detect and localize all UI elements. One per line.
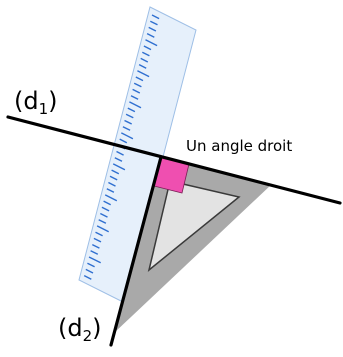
ruler-tick [135,76,144,82]
ruler-tick [143,45,152,51]
ruler-tick [149,20,158,26]
ruler-tick [101,206,110,212]
ruler-tick [90,250,99,255]
ruler-tick [91,243,100,249]
ruler-tick [125,113,134,119]
line-d2-index: 2 [82,327,93,345]
ruler-tick [98,219,107,224]
ruler-tick [88,256,102,264]
ruler-tick [148,26,157,32]
ruler-tick [114,157,123,162]
ruler-tick [146,32,155,38]
ruler-tick [108,181,116,187]
ruler-tick [145,39,158,47]
ruler-tick [130,95,139,100]
ruler-tick [124,119,133,125]
line-d2-label: (d2) [58,314,102,345]
line-d2 [109,155,163,347]
ruler-ticks [83,14,160,280]
ruler-tick [116,150,124,156]
right-angle-label: Un angle droit [186,137,293,155]
ruler-tick [109,175,118,181]
ruler-tick [112,163,126,171]
ruler-tick [85,268,94,274]
ruler-tick [119,138,128,144]
ruler-tick [99,212,108,218]
ruler-tick [141,51,150,57]
ruler-tick [120,132,134,140]
ruler-tick [87,262,95,268]
ruler-tick [83,274,92,280]
line-d1-letter: d [23,87,39,115]
line-d2-letter: d [67,314,83,342]
ruler-tick [138,63,147,69]
ruler-tick [106,188,115,193]
ruler-tick [104,194,118,202]
ruler-tick [137,70,150,78]
line-d1 [6,115,342,205]
set-square-cutout [147,180,241,272]
ruler-tick [132,88,141,94]
line-d1-label: (d1) [14,87,58,118]
ruler-tick [111,169,120,175]
ruler-tick [151,14,160,20]
ruler-tick [127,107,136,113]
ruler-tick [95,231,103,237]
ruler-tick [133,82,142,88]
line-d1-index: 1 [38,100,49,118]
ruler-tick [93,237,102,243]
ruler-tick [140,57,149,63]
ruler-tick [96,225,110,233]
ruler-tick [122,126,131,131]
ruler-tick [129,101,142,109]
ruler-tick [103,200,112,206]
